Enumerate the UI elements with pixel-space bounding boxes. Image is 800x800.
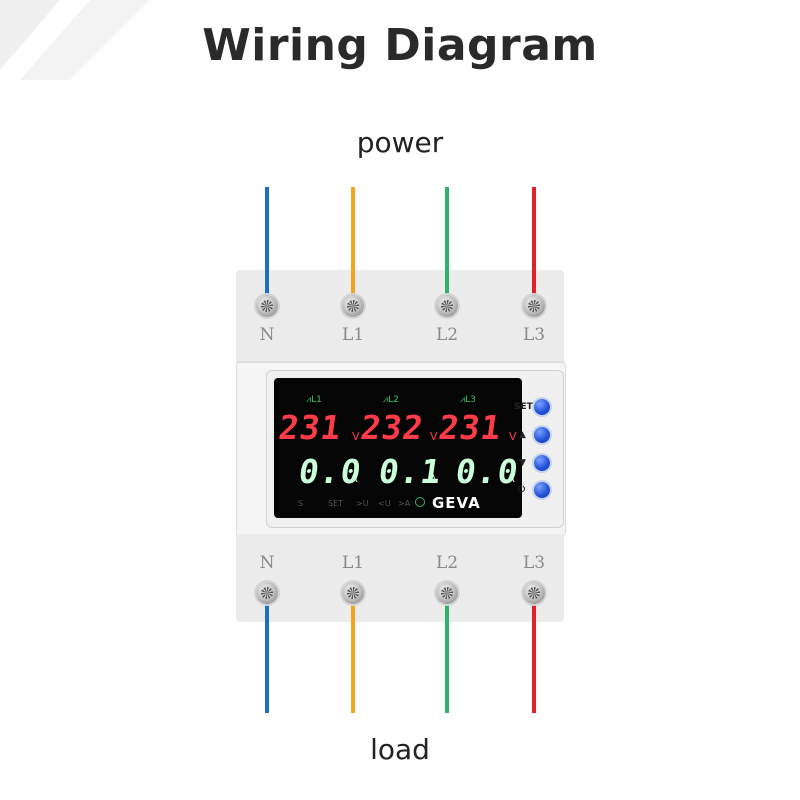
voltage-unit-l1: V: [352, 430, 360, 443]
terminal-label-bottom-l1: L1: [341, 553, 365, 573]
set-button[interactable]: [534, 399, 550, 415]
terminal-bottom-l2: [436, 582, 458, 604]
indicator-over-current: >A: [398, 499, 411, 508]
terminal-top-n: [256, 295, 278, 317]
lcd-screen: [274, 378, 522, 518]
terminal-label-top-n: N: [259, 325, 275, 345]
voltage-l1: 231: [276, 408, 345, 447]
set-button-label: SET: [514, 402, 533, 412]
corner-decoration: [0, 0, 150, 80]
terminal-bottom-l1: [342, 582, 364, 604]
voltage-l2: 232: [358, 408, 427, 447]
power-button[interactable]: [534, 482, 550, 498]
terminal-label-bottom-l2: L2: [435, 553, 459, 573]
meter-bottom-housing: [236, 534, 564, 622]
phase-label-l3: ⩘L3: [460, 395, 476, 405]
load-caption: load: [370, 733, 430, 766]
terminal-label-top-l1: L1: [341, 325, 365, 345]
terminal-label-bottom-n: N: [259, 553, 275, 573]
phase-label-l2: ⩘L2: [383, 395, 399, 405]
down-button[interactable]: [534, 455, 550, 471]
terminal-label-bottom-l3: L3: [522, 553, 546, 573]
terminal-top-l2: [436, 295, 458, 317]
phase-label-l1: ⩘L1: [306, 395, 322, 405]
up-arrow-icon: ▲: [519, 430, 526, 440]
terminal-bottom-n: [256, 582, 278, 604]
indicator-set: SET: [328, 499, 344, 508]
terminal-label-top-l3: L3: [522, 325, 546, 345]
page-title: Wiring Diagram: [202, 20, 598, 71]
indicator-under-voltage: <U: [378, 499, 391, 508]
brand-logo: GEVA: [432, 494, 481, 512]
power-caption: power: [356, 126, 444, 159]
terminal-top-l1: [342, 295, 364, 317]
indicator-over-voltage: >U: [356, 499, 369, 508]
terminal-bottom-l3: [523, 582, 545, 604]
current-unit-l1: A: [350, 472, 358, 485]
voltage-unit-l2: V: [430, 430, 438, 443]
terminal-label-top-l2: L2: [435, 325, 459, 345]
voltage-unit-l3: V: [509, 430, 517, 443]
indicator-s: S: [298, 499, 304, 508]
voltage-l3: 231: [436, 408, 505, 447]
up-button[interactable]: [534, 427, 550, 443]
down-arrow-icon: ▼: [519, 458, 526, 468]
power-status-icon: [415, 497, 425, 507]
meter-top-housing: [236, 270, 564, 362]
terminal-top-l3: [523, 295, 545, 317]
current-unit-l2: A: [429, 472, 437, 485]
power-icon: ⏻: [518, 485, 526, 495]
current-unit-l3: A: [507, 472, 515, 485]
